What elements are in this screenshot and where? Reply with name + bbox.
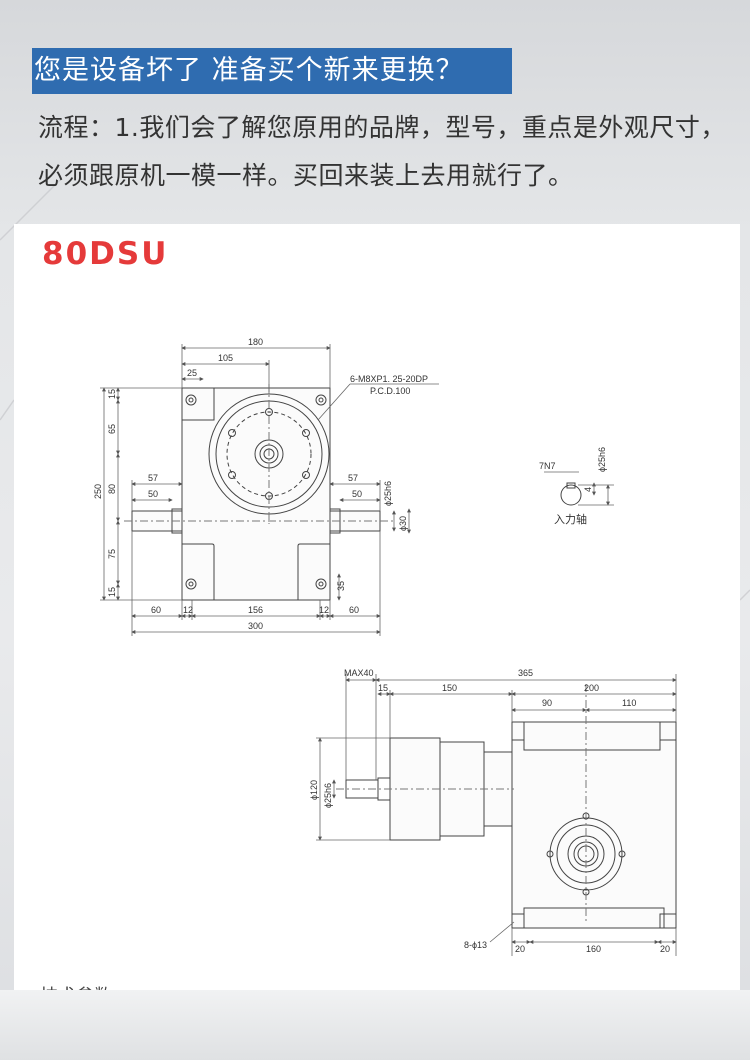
process-intro-text: 流程：1.我们会了解您原用的品牌，型号，重点是外观尺寸，必须跟原机一模一样。买回… [38, 113, 726, 190]
headline-banner: 您是设备坏了 准备买个新来更换？ [32, 48, 512, 94]
technical-drawing: 180 105 25 6-M8XP1. 25-20DP P.C.D.100 25… [93, 337, 677, 956]
dim-shaft-25h6: ϕ25h6 [383, 481, 393, 506]
section-title-tech-params: 技术参数 [40, 982, 112, 990]
dim-7n7: 7N7 [539, 461, 556, 471]
dim-12b: 12 [319, 605, 329, 615]
dim-365: 365 [518, 668, 533, 678]
dim-156: 156 [248, 605, 263, 615]
keyway-caption: 入力轴 [554, 512, 587, 526]
note-pcd: P.C.D.100 [370, 386, 410, 396]
product-drawing-card: 180 105 25 6-M8XP1. 25-20DP P.C.D.100 25… [14, 224, 740, 990]
dim-300: 300 [248, 621, 263, 631]
dim-65: 65 [107, 424, 117, 434]
dim-150: 150 [442, 683, 457, 693]
front-view [124, 384, 582, 601]
dim-max40: MAX40 [344, 668, 374, 678]
dim-50-left: 50 [148, 489, 158, 499]
dim-15b: 15 [107, 587, 117, 597]
dim-15a: 15 [107, 389, 117, 399]
bottom-band [0, 990, 750, 1060]
dim-57-left: 57 [148, 473, 158, 483]
dim-60a: 60 [151, 605, 161, 615]
dim-90: 90 [542, 698, 552, 708]
dim-200: 200 [584, 683, 599, 693]
dim-160: 160 [586, 944, 601, 954]
dim-60b: 60 [349, 605, 359, 615]
note-thread: 6-M8XP1. 25-20DP [350, 374, 428, 384]
dim-250: 250 [93, 484, 103, 499]
dim-20a: 20 [515, 944, 525, 954]
dim-80: 80 [107, 484, 117, 494]
dim-15: 15 [378, 683, 388, 693]
dim-input-25h6: ϕ25h6 [323, 783, 333, 808]
dim-110: 110 [622, 698, 636, 708]
dim-keyway-25h6: ϕ25h6 [597, 447, 607, 472]
dim-180: 180 [248, 337, 263, 347]
dim-50-right: 50 [352, 489, 362, 499]
dim-25: 25 [187, 368, 197, 378]
dim-120: ϕ120 [309, 780, 319, 800]
dim-75: 75 [107, 549, 117, 559]
dim-shaft-30: ϕ30 [398, 516, 408, 531]
dim-keyway-4: 4 [583, 487, 593, 492]
dim-105: 105 [218, 353, 233, 363]
dim-12a: 12 [183, 605, 193, 615]
model-title: 80DSU [42, 236, 169, 272]
dim-8-holes: 8-ϕ13 [464, 940, 487, 950]
side-view [336, 684, 677, 929]
dim-20b: 20 [660, 944, 670, 954]
dim-57-right: 57 [348, 473, 358, 483]
dim-35: 35 [336, 581, 346, 591]
